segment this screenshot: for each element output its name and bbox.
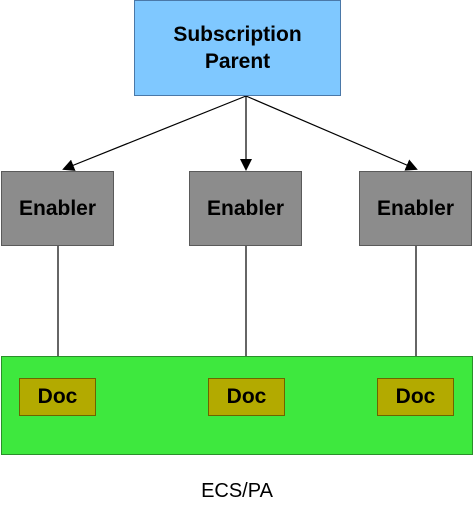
enabler-box-2: Enabler bbox=[189, 171, 302, 246]
enabler-label: Enabler bbox=[18, 196, 97, 220]
doc-label: Doc bbox=[37, 385, 78, 408]
enabler-label: Enabler bbox=[376, 196, 455, 220]
doc-box-1: Doc bbox=[19, 378, 96, 416]
doc-label: Doc bbox=[226, 385, 267, 408]
arrow-parent-to-enabler-1 bbox=[62, 95, 247, 171]
subscription-parent-label: Subscription Parent bbox=[173, 23, 302, 73]
enabler-label: Enabler bbox=[206, 196, 285, 220]
arrow-parent-to-enabler-3 bbox=[245, 95, 418, 171]
doc-label: Doc bbox=[395, 385, 436, 408]
enabler-box-1: Enabler bbox=[1, 171, 114, 246]
doc-box-3: Doc bbox=[377, 378, 454, 416]
doc-box-2: Doc bbox=[208, 378, 285, 416]
enabler-box-3: Enabler bbox=[359, 171, 472, 246]
container-caption: ECS/PA bbox=[201, 480, 273, 502]
subscription-parent-box: Subscription Parent bbox=[134, 0, 341, 96]
